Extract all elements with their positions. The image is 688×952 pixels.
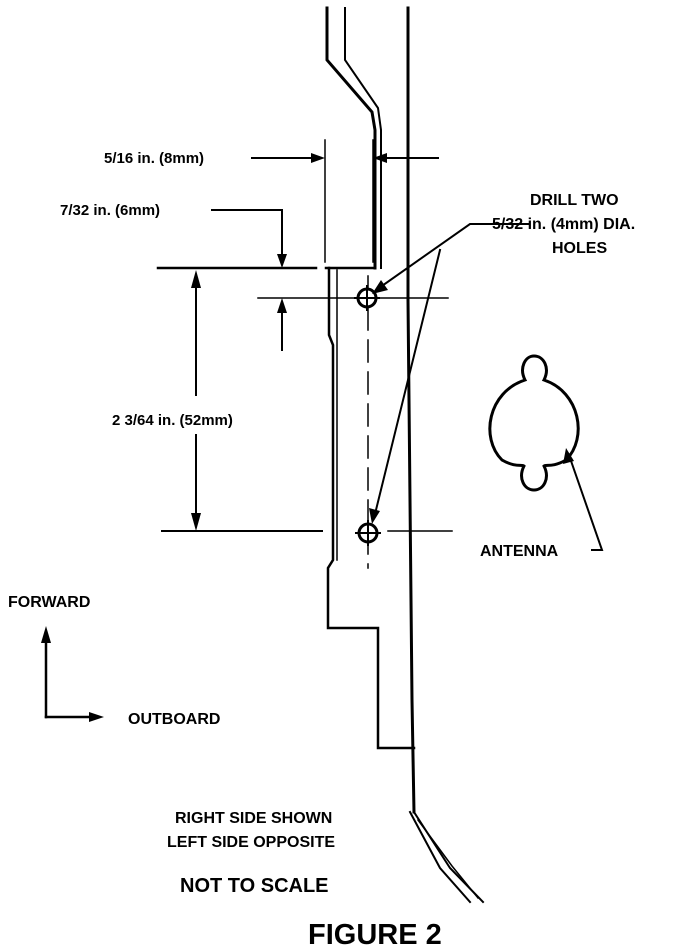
outboard-label: OUTBOARD <box>128 711 220 728</box>
drill-note-line2: 5/32 in. (4mm) DIA. <box>492 216 635 233</box>
drill-note-line3: HOLES <box>552 240 607 257</box>
hole-spacing-label: 2 3/64 in. (52mm) <box>112 412 233 429</box>
side-note-line1: RIGHT SIDE SHOWN <box>175 810 332 827</box>
drill-hole-lower <box>355 520 381 546</box>
orientation-arrows <box>41 626 104 722</box>
side-note-line2: LEFT SIDE OPPOSITE <box>167 834 335 851</box>
antenna-icon <box>488 354 580 492</box>
hole-offset-label: 7/32 in. (6mm) <box>60 202 160 219</box>
figure-caption: FIGURE 2 <box>308 919 442 951</box>
drill-note-line1: DRILL TWO <box>530 192 619 209</box>
top-offset-dimension <box>251 139 439 263</box>
antenna-label: ANTENNA <box>480 543 559 560</box>
panel-outline <box>324 6 485 904</box>
scale-note: NOT TO SCALE <box>180 875 329 897</box>
drill-hole-upper <box>354 285 380 311</box>
top-offset-label: 5/16 in. (8mm) <box>104 150 204 167</box>
forward-label: FORWARD <box>8 594 90 611</box>
hole-offset-dimension <box>156 209 449 351</box>
hole-spacing-dimension <box>161 270 453 532</box>
antenna-leader <box>563 448 604 551</box>
drill-leader-lines <box>369 223 529 524</box>
